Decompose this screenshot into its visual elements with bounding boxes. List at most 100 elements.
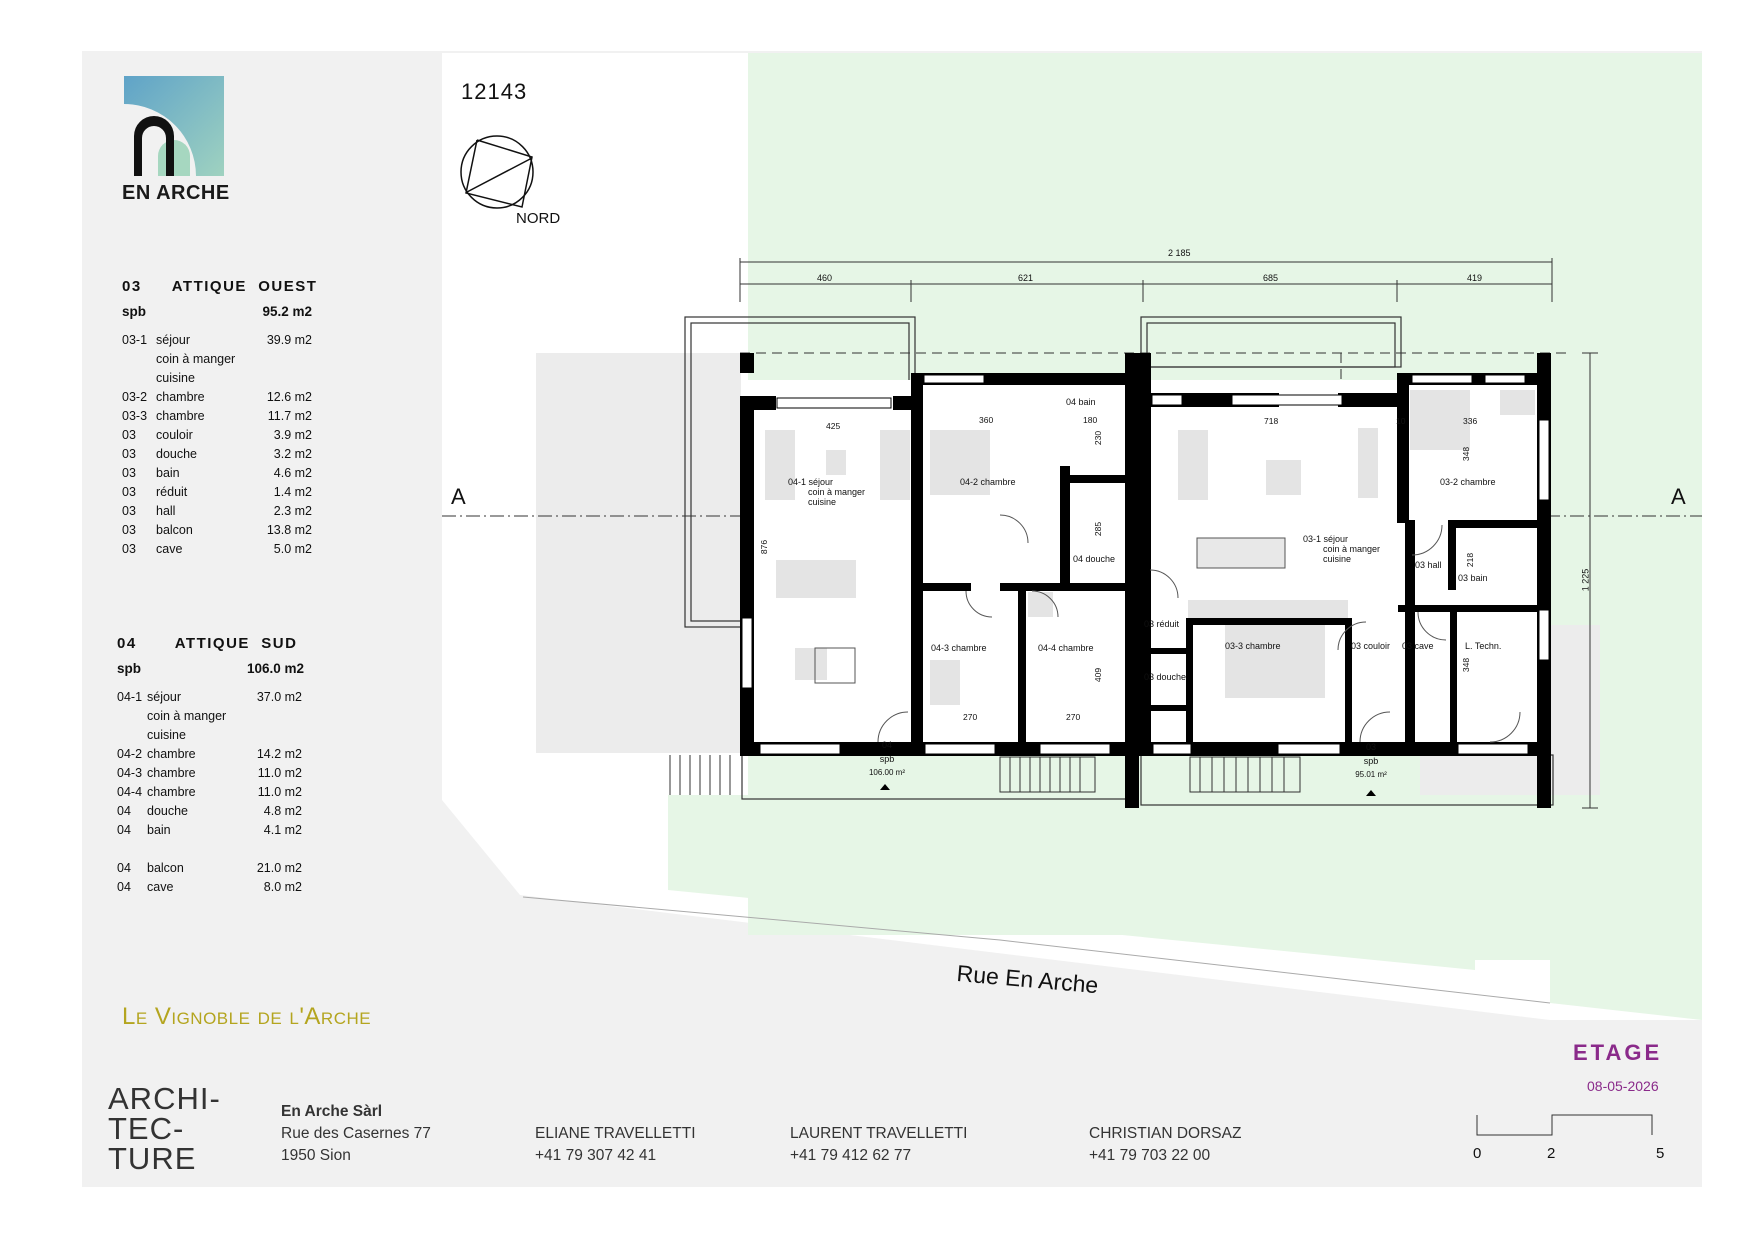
company-logo bbox=[124, 76, 224, 176]
dim-seg-2: 621 bbox=[1018, 273, 1034, 283]
entry-04-number: 04 bbox=[881, 740, 892, 750]
room-area: 4.6 m2 bbox=[273, 466, 312, 480]
entry-04-area: 106.00 m² bbox=[868, 768, 906, 777]
street-edge bbox=[522, 896, 1551, 1004]
dim-int-1: 425 bbox=[826, 421, 841, 431]
room-number: 04-3 bbox=[117, 766, 143, 780]
room-number: 04 bbox=[117, 880, 131, 894]
room-name: douche bbox=[147, 804, 189, 818]
room-04-2: 04-2 chambre bbox=[960, 477, 1016, 487]
room-04-4: 04-4 chambre bbox=[1038, 643, 1094, 653]
windows bbox=[741, 374, 1550, 755]
section-marker-west: A bbox=[451, 484, 466, 509]
dim-int-6: 336 bbox=[1463, 416, 1478, 426]
dim-overall: 2 185 bbox=[1168, 248, 1191, 258]
room-03-couloir: 03 couloir bbox=[1351, 641, 1391, 651]
architecture-logo: ARCHI- TEC- TURE bbox=[108, 1081, 221, 1176]
dim-int-3: 180 bbox=[1083, 415, 1098, 425]
room-number: 03 bbox=[122, 428, 136, 442]
drawing-number: 12143 bbox=[461, 79, 528, 104]
dimension-lines bbox=[739, 258, 1598, 809]
door-swings bbox=[877, 514, 1521, 743]
room-name: bain bbox=[147, 823, 171, 837]
dim-int-13: 270 bbox=[963, 712, 978, 722]
company-street: Rue des Casernes 77 bbox=[281, 1125, 431, 1142]
room-name: cuisine bbox=[147, 728, 186, 742]
room-name: balcon bbox=[156, 523, 193, 537]
room-name: réduit bbox=[156, 485, 188, 499]
dim-seg-3: 685 bbox=[1263, 273, 1279, 283]
entry-04-spb: spb bbox=[879, 754, 895, 764]
entry-arrow-04 bbox=[880, 784, 890, 790]
room-03-2: 03-2 chambre bbox=[1440, 477, 1496, 487]
island bbox=[1196, 537, 1286, 569]
furniture bbox=[765, 390, 1535, 705]
room-04-3: 04-3 chambre bbox=[931, 643, 987, 653]
room-03-hall: 03 hall bbox=[1415, 560, 1442, 570]
contact-1: ELIANE TRAVELLETTI+41 79 307 42 41 bbox=[535, 1125, 696, 1164]
room-area: 12.6 m2 bbox=[266, 390, 312, 404]
room-04-douche: 04 douche bbox=[1073, 554, 1116, 564]
room-number: 04 bbox=[117, 804, 131, 818]
north-arrow bbox=[460, 135, 534, 209]
dim-int-4: 718 bbox=[1264, 416, 1279, 426]
room-area: 14.2 m2 bbox=[256, 747, 302, 761]
room-area: 11.7 m2 bbox=[267, 409, 312, 423]
room-03-3: 03-3 chambre bbox=[1225, 641, 1281, 651]
dim-seg-4: 419 bbox=[1467, 273, 1483, 283]
room-number: 03 bbox=[122, 542, 136, 556]
dim-int-2: 360 bbox=[979, 415, 994, 425]
room-area: 5.0 m2 bbox=[273, 542, 312, 556]
entry-03-spb: spb bbox=[1363, 756, 1379, 766]
dim-int-8: 230 bbox=[1093, 430, 1104, 446]
dim-int-7: 876 bbox=[759, 539, 770, 555]
room-03-reduit: 03 réduit bbox=[1144, 619, 1180, 629]
terrace-paving bbox=[536, 353, 741, 753]
room-area: 37.0 m2 bbox=[256, 690, 302, 704]
room-name: chambre bbox=[147, 747, 196, 761]
room-area: 2.3 m2 bbox=[273, 504, 312, 518]
dim-int-10: 348 bbox=[1461, 446, 1472, 462]
north-label: NORD bbox=[516, 210, 561, 227]
room-area: 11.0 m2 bbox=[257, 766, 302, 780]
room-04-bain: 04 bain bbox=[1066, 397, 1096, 407]
contact-2: LAURENT TRAVELLETTI+41 79 412 62 77 bbox=[790, 1125, 968, 1164]
company-block: En Arche Sàrl Rue des Casernes 77 1950 S… bbox=[281, 1101, 431, 1167]
room-number: 03 bbox=[122, 466, 136, 480]
company-name: En Arche Sàrl bbox=[281, 1103, 383, 1120]
room-name: séjour bbox=[156, 333, 191, 347]
room-name: séjour bbox=[147, 690, 182, 704]
room-name: hall bbox=[156, 504, 176, 518]
room-area: 4.1 m2 bbox=[263, 823, 302, 837]
section-marker-east: A bbox=[1671, 484, 1686, 509]
room-area: 21.0 m2 bbox=[256, 861, 302, 875]
entry-03-number: 03 bbox=[1365, 742, 1376, 752]
room-area: 39.9 m2 bbox=[266, 333, 312, 347]
room-number: 03-2 bbox=[122, 390, 148, 404]
room-04-1: 04-1 séjour coin à manger cuisine bbox=[788, 477, 866, 507]
dim-seg-1: 460 bbox=[817, 273, 833, 283]
room-name: douche bbox=[156, 447, 198, 461]
room-name: balcon bbox=[147, 861, 184, 875]
entry-04: 04 spb 106.00 m² bbox=[862, 738, 912, 780]
scale-tick-0: 0 bbox=[1473, 1145, 1482, 1162]
entry-03: 03 spb 95.01 m² bbox=[1346, 740, 1396, 782]
room-name: chambre bbox=[156, 390, 205, 404]
room-03-douche: 03 douche bbox=[1144, 672, 1187, 682]
room-number: 03 bbox=[122, 447, 136, 461]
room-03-bain: 03 bain bbox=[1458, 573, 1488, 583]
arch-logo-icon bbox=[124, 76, 224, 176]
dim-int-12: 409 bbox=[1093, 667, 1104, 683]
room-area: 8.0 m2 bbox=[263, 880, 302, 894]
room-area: 3.9 m2 bbox=[273, 428, 312, 442]
cooktop bbox=[814, 647, 856, 684]
room-area: 11.0 m2 bbox=[257, 785, 302, 799]
room-number: 03-1 bbox=[122, 333, 148, 347]
room-number: 04-2 bbox=[117, 747, 143, 761]
